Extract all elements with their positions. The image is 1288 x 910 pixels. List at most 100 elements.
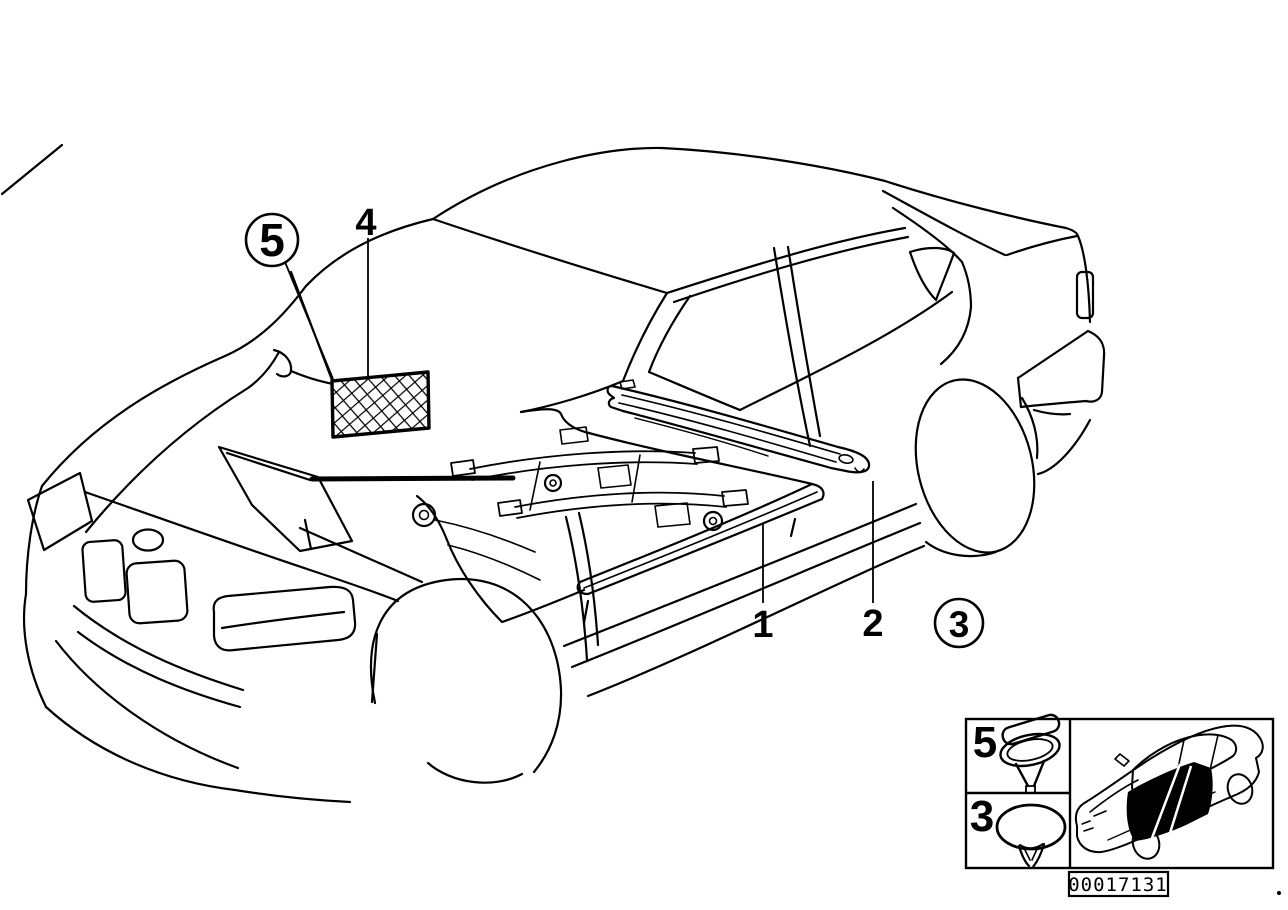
carpet-grommet: [549, 479, 557, 487]
carpet-grommet: [702, 510, 724, 532]
roof-rail: [665, 226, 907, 295]
carpet-tie: [529, 461, 541, 511]
strip-inner-line: [618, 402, 837, 463]
carpet-rail-end: [576, 580, 590, 596]
rear-floor-covering: [829, 445, 871, 474]
page-dot: [1277, 891, 1281, 895]
carpet-grommet: [418, 509, 430, 521]
vehicle-outline: [0, 143, 1106, 804]
rear-floor-line: [634, 417, 769, 457]
carpet-rail: [583, 491, 818, 589]
rocker-line: [570, 521, 922, 669]
carpet-patch: [654, 502, 691, 528]
rear-bumper: [1019, 399, 1088, 409]
quarter-window: [908, 246, 956, 302]
seat-rail: [516, 502, 727, 519]
carpet-tie: [631, 454, 641, 503]
hatched-pad-outline: [330, 370, 431, 439]
cowl-hook-line: [272, 348, 293, 378]
front-corner: [24, 484, 44, 596]
clip-5-icon: [999, 713, 1061, 794]
belt-line: [738, 290, 954, 412]
kidney-grille: [81, 539, 127, 603]
callout-3-circle[interactable]: [933, 597, 985, 649]
legend-car-thumbnail: [1074, 724, 1264, 860]
seat-rail: [469, 450, 696, 470]
rocker-line: [586, 544, 926, 698]
carpet-grommet: [708, 516, 718, 526]
seat-rail: [514, 491, 725, 508]
callout-4-label[interactable]: 4: [355, 202, 376, 244]
carpet-patch: [559, 426, 589, 445]
callout-5-leader-line: [284, 261, 334, 380]
rail-foot: [721, 489, 749, 507]
b-pillar: [772, 246, 812, 448]
main-floor-carpet: [500, 588, 586, 624]
cowl-line: [289, 369, 335, 386]
wedge-fold: [225, 451, 312, 482]
rear-bumper: [1084, 329, 1106, 403]
strip-tab: [619, 379, 636, 390]
c-pillar: [891, 206, 973, 309]
roof-rail: [672, 235, 910, 304]
b-pillar: [786, 245, 822, 438]
fender-seam: [370, 632, 379, 704]
front-corner: [22, 592, 48, 709]
a-pillar: [621, 291, 669, 383]
windshield-top-edge: [431, 217, 669, 295]
callout-5-label[interactable]: 5: [259, 214, 285, 266]
callout-2-label[interactable]: 2: [862, 603, 883, 645]
parts-legend: 5 3: [964, 713, 1281, 898]
diagram-code-box: [1067, 870, 1170, 898]
callouts: 5 4 1 2 3: [244, 202, 985, 649]
rear-bumper: [1016, 329, 1090, 380]
headlight-inner: [220, 610, 346, 630]
footwell-wedge: [217, 445, 354, 553]
clip-3-icon: [995, 803, 1067, 869]
a-pillar: [647, 294, 692, 374]
legend-floor-highlight: [1126, 762, 1213, 841]
rail-foot: [450, 459, 476, 477]
floor-covering-assembly: [217, 379, 871, 624]
legend-item-3-label: 3: [970, 792, 994, 841]
tail-light: [1075, 270, 1095, 320]
carpet-contour: [434, 519, 536, 553]
diagram-code-text: 00017131: [1068, 874, 1168, 896]
legend-highlight-pillar-lines: [1150, 763, 1193, 839]
front-tire: [426, 761, 524, 784]
carpet-grommet: [543, 473, 563, 493]
headlight: [212, 585, 357, 652]
front-wheel-arch: [369, 578, 563, 774]
hood-edge: [298, 526, 424, 584]
rail-foot: [692, 446, 720, 464]
strip-notch: [854, 467, 865, 473]
air-dam: [44, 705, 352, 804]
main-floor-carpet: [810, 482, 825, 501]
footwell-insulation-pad: [330, 370, 431, 439]
body-line: [1032, 408, 1072, 416]
dash-line: [519, 379, 625, 414]
fender-lip: [1020, 396, 1039, 460]
callout-1-label[interactable]: 1: [752, 604, 773, 646]
body-line: [40, 217, 435, 488]
rear-floor-covering: [610, 384, 840, 449]
bmw-roundel: [131, 528, 165, 552]
main-floor-carpet: [415, 494, 504, 624]
seat-rail: [471, 461, 698, 481]
roof-line: [431, 146, 887, 221]
strip-inner-line: [621, 394, 841, 455]
callout-3-label[interactable]: 3: [949, 604, 970, 645]
callout-5-circle[interactable]: [244, 212, 300, 268]
bumper-strip: [76, 630, 242, 709]
front-lower-edge: [54, 639, 240, 770]
trunk-seam: [1005, 234, 1079, 257]
body-line: [0, 143, 64, 196]
carpet-contour: [447, 544, 541, 581]
carpet-grommet: [411, 502, 437, 528]
legend-item-5-label: 5: [973, 718, 997, 767]
rear-floor-covering: [606, 384, 625, 413]
rear-tire: [924, 540, 998, 558]
rear-bumper: [1016, 376, 1023, 409]
